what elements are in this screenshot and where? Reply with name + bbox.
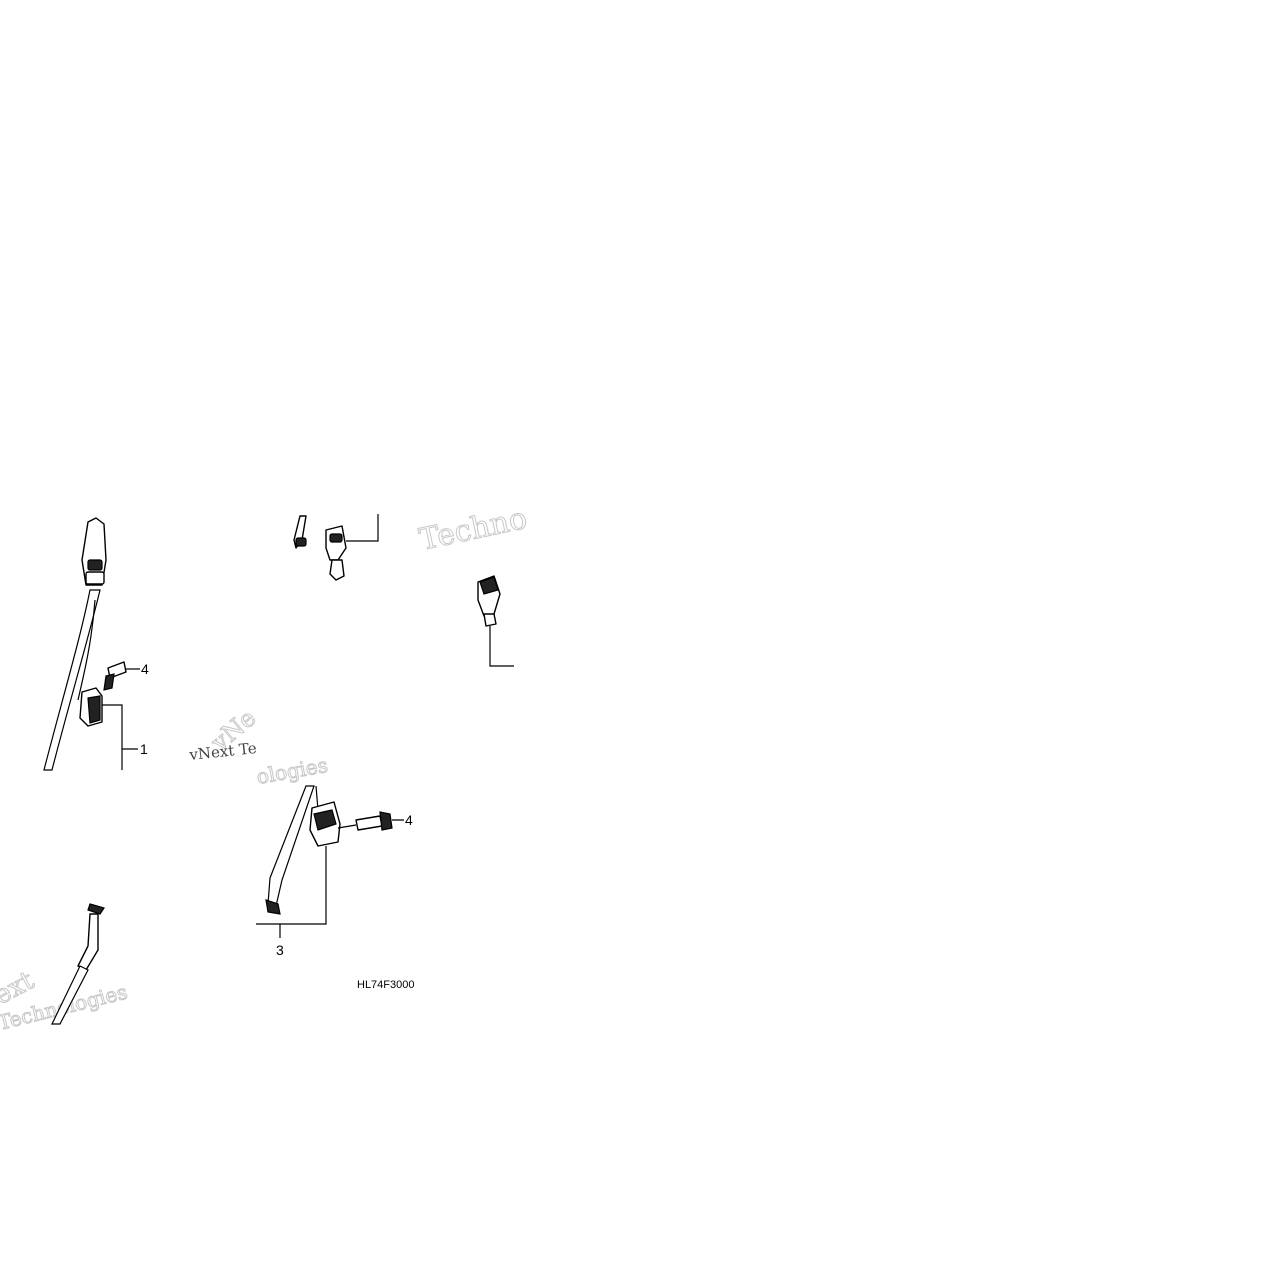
buckle-right-top [479, 576, 499, 595]
callout-3: 3 [276, 942, 284, 958]
callout-1: 1 [140, 741, 148, 757]
belt-anchor-top [87, 903, 105, 915]
leader-line-buckle [346, 514, 379, 542]
seat-belt-assembly-left [43, 517, 140, 771]
buckle-slot [329, 533, 343, 543]
leader-line-1 [102, 704, 138, 770]
callout-4-upper: 4 [141, 661, 149, 677]
belt-upper-anchor-base [85, 571, 105, 585]
buckle-assembly-right [477, 575, 514, 667]
buckle-strap-left-foot [295, 537, 307, 547]
callout-4-lower: 4 [405, 812, 413, 828]
belt-lower-anchor [265, 899, 281, 915]
belt-webbing-center [267, 785, 315, 907]
belt-upper-anchor-slot [87, 559, 103, 571]
seat-belt-assembly-bottom-left [51, 903, 105, 1025]
bolt-4-lower [355, 811, 393, 831]
leader-line-buckle-right [489, 626, 514, 667]
buckle-right-foot [483, 613, 497, 627]
buckle-head [325, 525, 347, 561]
buckle-mount [329, 559, 345, 581]
drawing-code: HL74F3000 [357, 979, 415, 991]
leader-line-4-lower [337, 819, 404, 829]
buckle-assembly-top [293, 514, 379, 581]
belt-retractor-face [87, 695, 101, 724]
leader-line-3 [256, 846, 327, 938]
belt-anchor-strap [77, 913, 99, 971]
watermark-text: ologies [255, 753, 330, 789]
belt-anchor-webbing [51, 965, 89, 1025]
belt-webbing [43, 589, 101, 771]
seat-belt-assembly-center [256, 785, 404, 938]
belt-webbing-inner [77, 599, 96, 701]
watermark-text: Techno [416, 501, 530, 558]
belt-retractor-center-face [313, 809, 337, 831]
watermark-text: vNext Te [188, 739, 258, 764]
bolt-4-upper [103, 661, 127, 691]
